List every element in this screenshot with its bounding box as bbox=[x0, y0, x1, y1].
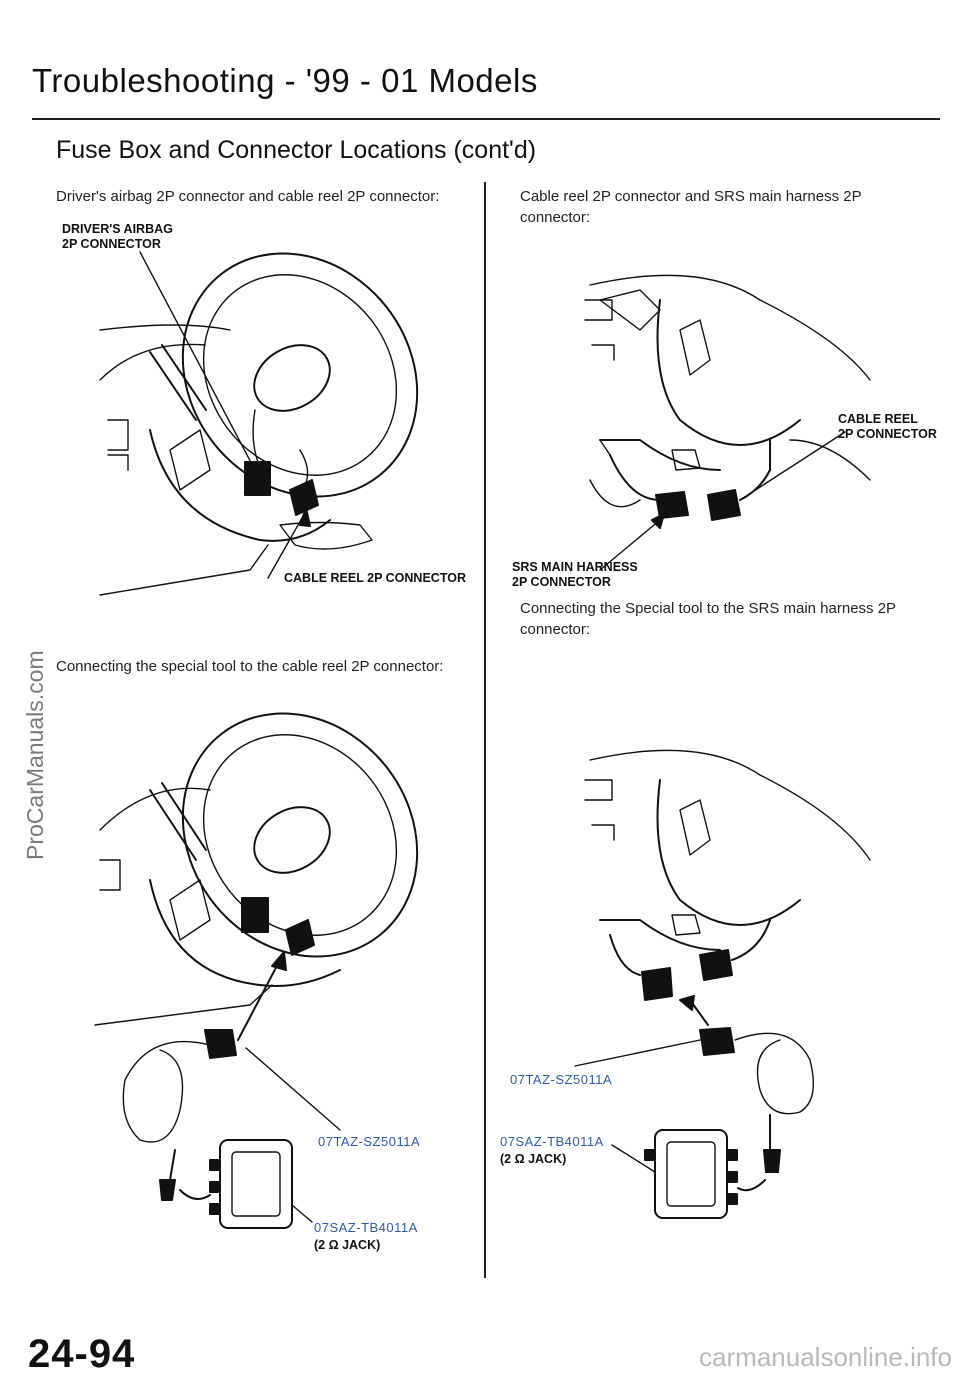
page-title: Troubleshooting - '99 - 01 Models bbox=[32, 62, 538, 99]
label-drivers-airbag-line1: DRIVER'S AIRBAG bbox=[62, 222, 173, 236]
label-cable-reel-right-line2: 2P CONNECTOR bbox=[838, 427, 937, 441]
label-cable-reel-right-line1: CABLE REEL bbox=[838, 412, 918, 426]
caption-cable-reel-srs: Cable reel 2P connector and SRS main har… bbox=[520, 188, 862, 226]
part-number-jack-left: 07SAZ-TB4011A bbox=[314, 1220, 418, 1235]
label-srs-main-harness: SRS MAIN HARNESS 2P CONNECTOR bbox=[512, 560, 638, 590]
side-watermark: ProCarManuals.com bbox=[22, 650, 48, 860]
column-divider bbox=[484, 182, 486, 1278]
caption-drivers-airbag: Driver's airbag 2P connector and cable r… bbox=[56, 188, 440, 205]
steering-wheel-figure-2 bbox=[94, 712, 419, 1229]
label-drivers-airbag-line2: 2P CONNECTOR bbox=[62, 237, 161, 251]
label-srs-line2: 2P CONNECTOR bbox=[512, 575, 611, 589]
label-cable-reel-left: CABLE REEL 2P CONNECTOR bbox=[284, 571, 466, 585]
part-number-harness-left: 07TAZ-SZ5011A bbox=[318, 1134, 421, 1149]
label-srs-line1: SRS MAIN HARNESS bbox=[512, 560, 638, 574]
steering-wheel-figure-1 bbox=[99, 251, 419, 596]
title-rule bbox=[32, 118, 940, 120]
label-drivers-airbag: DRIVER'S AIRBAG 2P CONNECTOR bbox=[62, 222, 173, 252]
label-cable-reel-right: CABLE REEL 2P CONNECTOR bbox=[838, 412, 937, 442]
section-subtitle: Fuse Box and Connector Locations (cont'd… bbox=[56, 136, 537, 164]
bottom-watermark: carmanualsonline.info bbox=[699, 1342, 952, 1372]
caption-special-tool-srs: Connecting the Special tool to the SRS m… bbox=[520, 600, 896, 638]
part-note-jack-left: (2 Ω JACK) bbox=[314, 1238, 381, 1252]
page-number: 24-94 bbox=[28, 1332, 136, 1376]
dash-figure-2 bbox=[574, 749, 871, 1219]
part-note-jack-right: (2 Ω JACK) bbox=[500, 1152, 567, 1166]
part-number-harness-right: 07TAZ-SZ5011A bbox=[510, 1072, 613, 1087]
dash-figure-1 bbox=[584, 274, 871, 571]
caption-special-tool-cable-reel: Connecting the special tool to the cable… bbox=[56, 658, 444, 675]
part-number-jack-right: 07SAZ-TB4011A bbox=[500, 1134, 604, 1149]
